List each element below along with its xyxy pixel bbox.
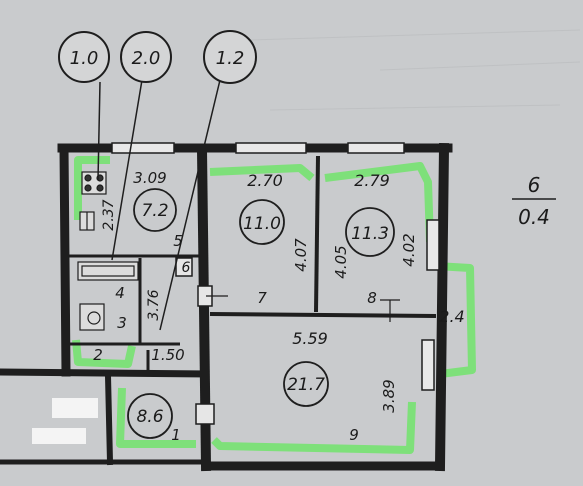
balcony-label: 2.4 — [439, 307, 464, 326]
kitchen-area: 7.2 — [141, 201, 168, 221]
paper-lines — [249, 29, 581, 111]
number-4: 4 — [115, 284, 125, 302]
room1-area-circle — [239, 199, 285, 245]
number-9: 9 — [349, 426, 359, 444]
highlight-walls — [72, 156, 476, 454]
kitchen-depth: 2.37 — [101, 199, 117, 230]
windows — [111, 142, 440, 391]
tick-marks — [206, 295, 400, 322]
kitchen-area-circle — [133, 188, 177, 232]
room1-area: 11.0 — [243, 214, 281, 234]
redaction-2 — [32, 428, 86, 444]
hall-area-circle — [127, 393, 173, 439]
doors — [175, 257, 215, 425]
number-3: 3 — [117, 314, 127, 332]
redaction-1 — [52, 398, 98, 418]
hall-area: 8.6 — [136, 407, 163, 427]
callout-3: 1.2 — [216, 48, 245, 69]
number-5: 5 — [173, 232, 183, 250]
sink — [79, 211, 95, 231]
number-2: 2 — [93, 346, 103, 364]
number-6: 6 — [182, 260, 191, 276]
callout-leaders — [97, 79, 221, 331]
room2-width: 2.79 — [354, 171, 390, 190]
callout-1: 1.0 — [70, 48, 99, 69]
callout-2: 2.0 — [132, 48, 161, 69]
bathtub — [77, 261, 139, 281]
apartment-number: 6 — [528, 173, 541, 197]
corridor-width: 1.50 — [151, 346, 184, 364]
number-1: 1 — [171, 426, 181, 444]
callout-circles — [58, 30, 257, 84]
number-7: 7 — [257, 289, 267, 307]
room2-side: 4.05 — [332, 245, 350, 278]
partitions — [66, 155, 437, 372]
toilet — [79, 303, 105, 331]
stove — [81, 171, 107, 195]
room2-area: 11.3 — [351, 224, 389, 244]
apartment-code: 0.4 — [518, 205, 550, 229]
kitchen-width: 3.09 — [133, 169, 166, 187]
number-8: 8 — [367, 289, 377, 307]
room2-depth: 4.02 — [400, 233, 418, 266]
living-area: 21.7 — [287, 375, 325, 395]
room2-area-circle — [345, 207, 395, 257]
room1-width: 2.70 — [247, 171, 283, 190]
living-width: 5.59 — [292, 329, 328, 348]
living-depth: 3.89 — [380, 379, 398, 412]
living-area-circle — [283, 361, 329, 407]
room1-depth: 4.07 — [292, 238, 310, 272]
corridor-length: 3.76 — [146, 289, 162, 320]
